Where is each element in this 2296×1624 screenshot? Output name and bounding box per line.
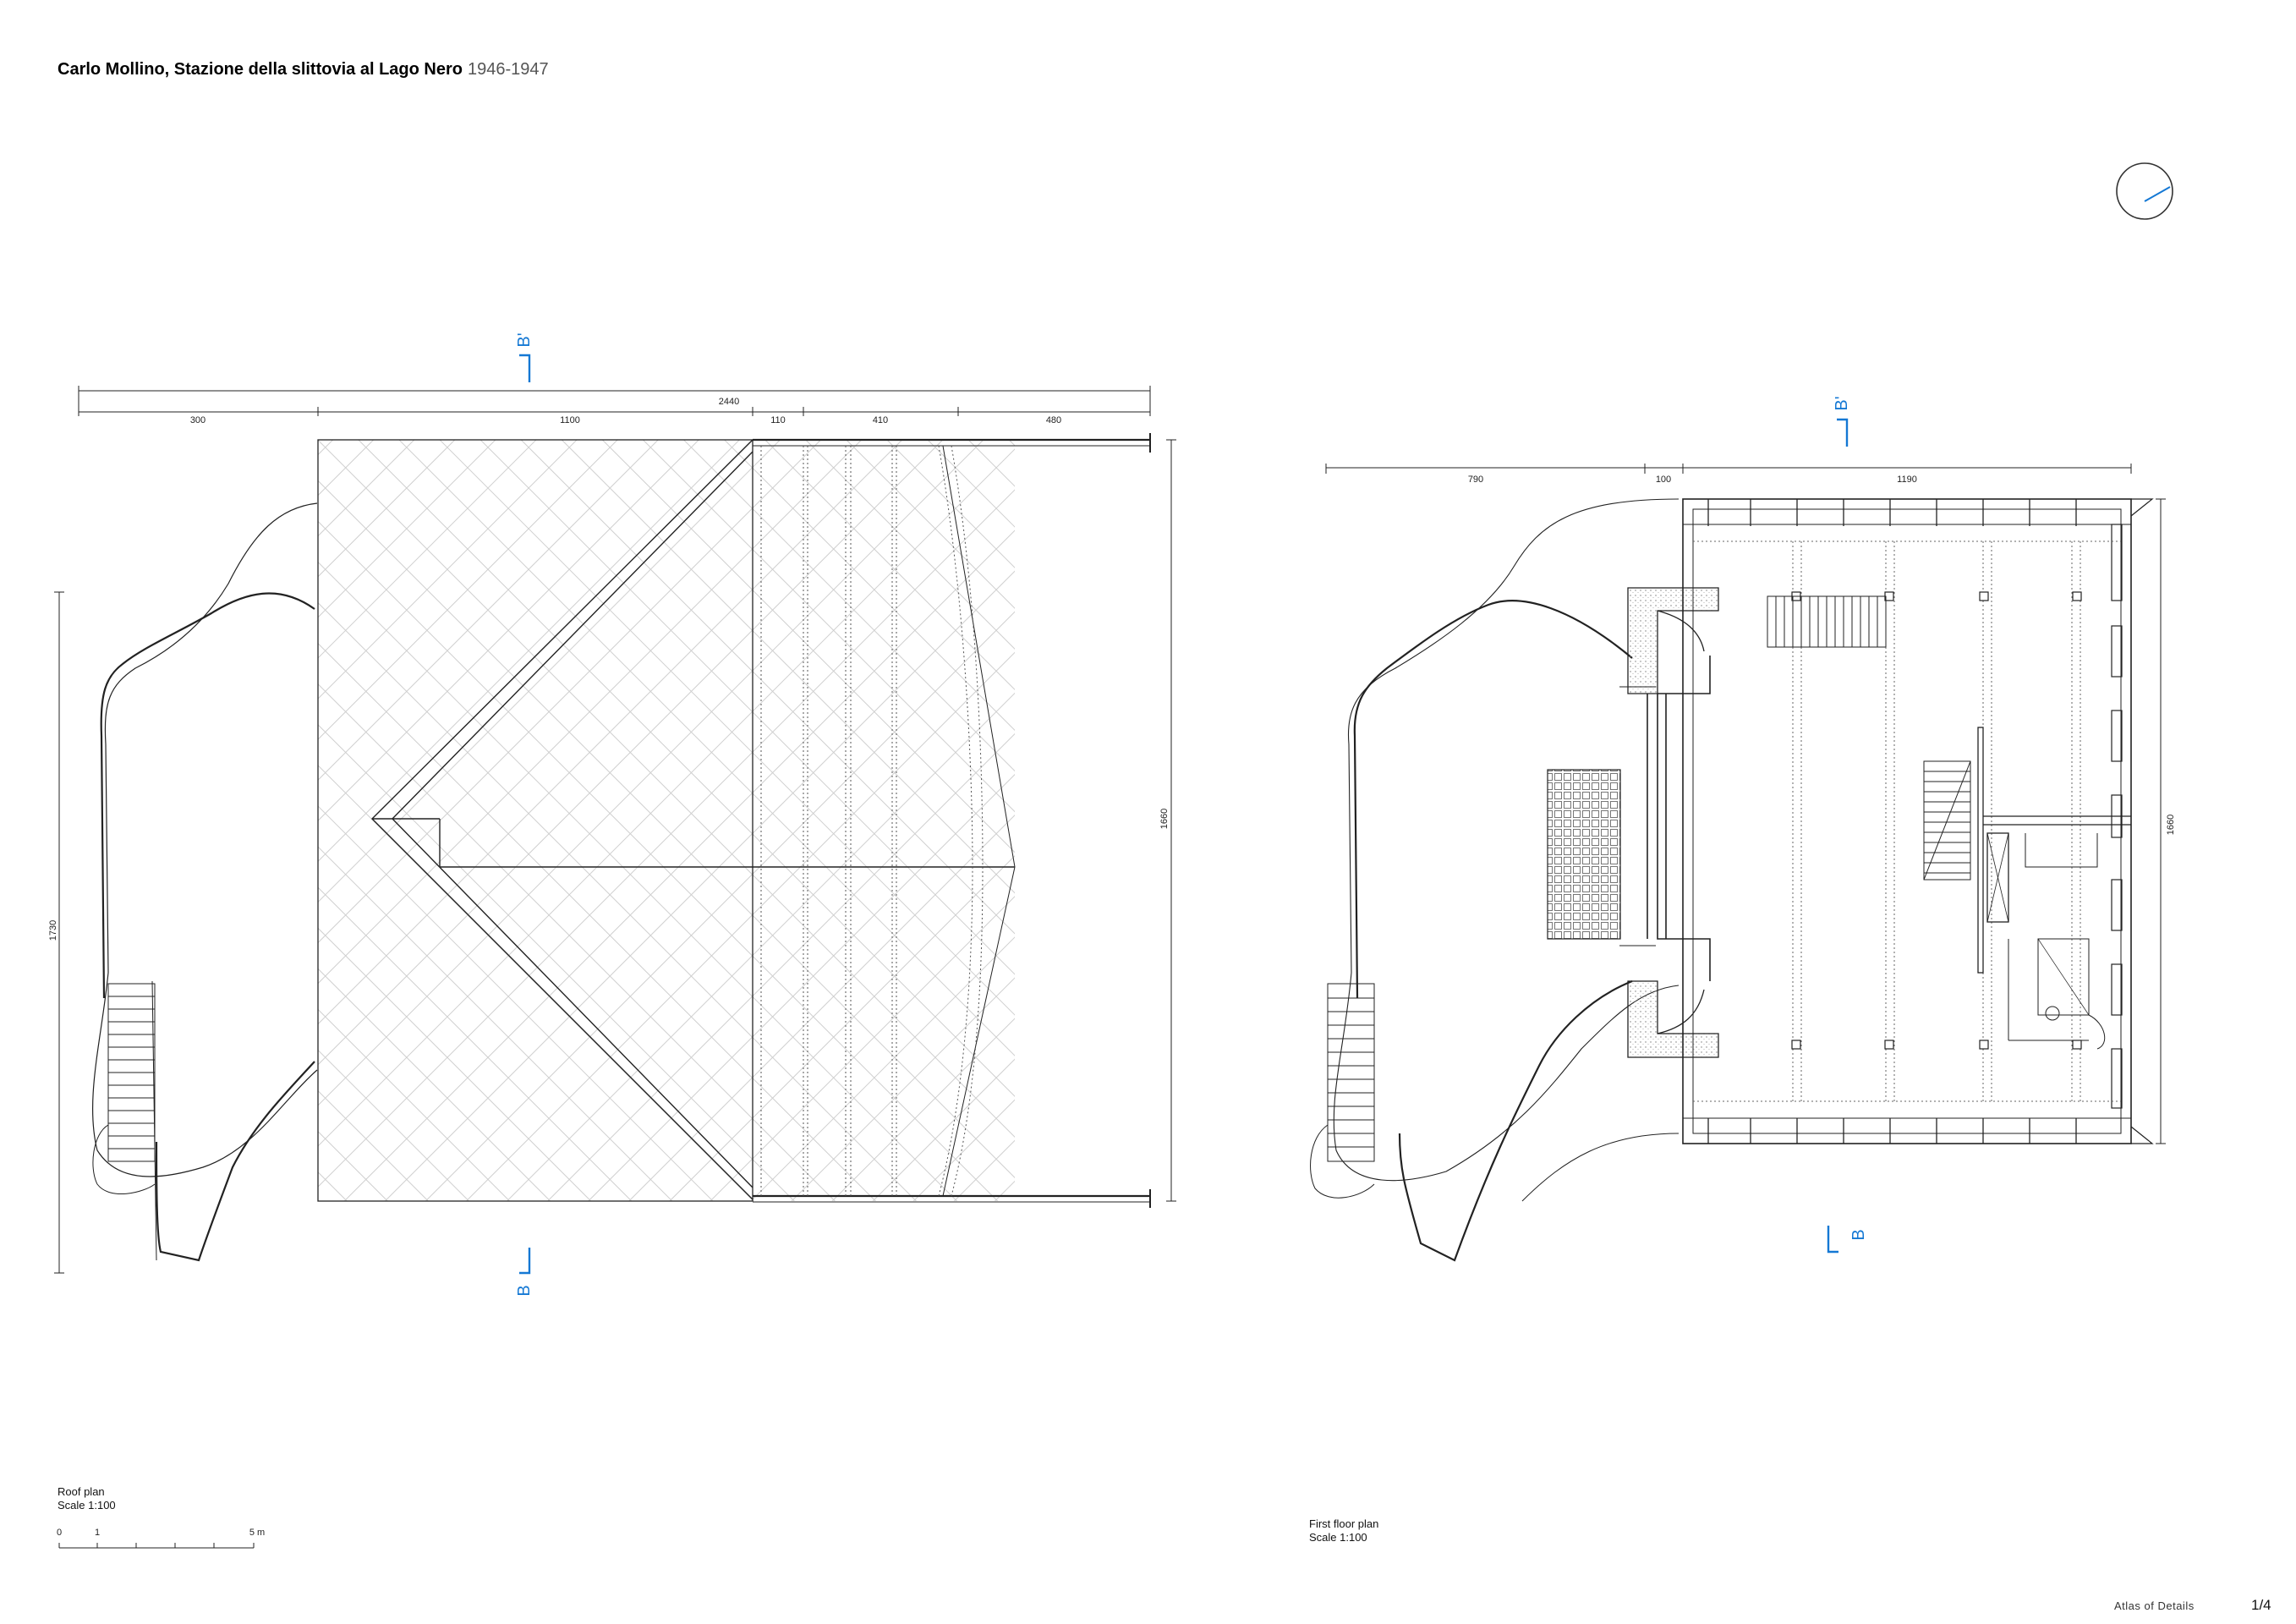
ff-columns-top: [1707, 499, 2077, 526]
ff-stone-walls: [1627, 587, 1719, 1058]
ff-corridor-walls: [1619, 656, 1711, 981]
roof-section-marker-top: B': [515, 332, 534, 382]
ff-interior-stair-top: [1767, 595, 1887, 648]
roof-dim-c: 110: [770, 415, 786, 425]
ff-dimensions-top: [1325, 464, 2132, 474]
ff-terrace-outline: [1333, 498, 1680, 1182]
roof-railing-lower: [155, 1061, 315, 1262]
ff-section-marker-top: B': [1833, 396, 1851, 447]
ff-dotted-lines: [1693, 540, 2121, 1102]
roof-dimensions-top: [78, 386, 1151, 416]
roof-left-stair: [92, 983, 156, 1195]
roof-dim-b: 1100: [560, 415, 580, 425]
scale-bar-one: 1: [95, 1528, 100, 1538]
roof-dimension-left: [54, 591, 64, 1274]
first-floor-plan: [1310, 464, 2166, 1262]
ff-dimension-right: [2156, 498, 2166, 1144]
ff-dim-right: 1660: [2166, 815, 2176, 835]
roof-left-outline: [91, 502, 318, 1177]
roof-section-marker-bottom: B: [515, 1248, 534, 1297]
roof-dimension-right: [1166, 439, 1176, 1202]
roof-dim-a: 300: [190, 415, 205, 425]
scale-bar-five: 5 m: [249, 1528, 265, 1538]
roof-plan: [54, 386, 1176, 1274]
ff-terrace-railing-lower: [1398, 979, 1633, 1262]
roof-slab-outline: [317, 439, 753, 1202]
ff-terrace-railing: [1353, 600, 1633, 999]
svg-text:B: B: [1849, 1229, 1868, 1240]
roof-dim-left: 1730: [48, 920, 58, 941]
ff-columns-bottom: [1707, 1118, 2077, 1144]
roof-dim-e: 480: [1046, 415, 1061, 425]
roof-plan-caption: Roof plan: [58, 1485, 105, 1498]
ff-partitions: [1977, 727, 2131, 1050]
ff-dim-c: 1190: [1897, 475, 1917, 485]
drawing-title: Carlo Mollino, Stazione della slittovia …: [58, 60, 549, 79]
ff-left-stair: [1310, 983, 1375, 1199]
publisher-label: Atlas of Details: [2114, 1599, 2195, 1612]
page-number: 1/4: [2251, 1597, 2271, 1613]
project-title: Carlo Mollino, Stazione della slittovia …: [58, 60, 463, 79]
roof-dim-total: 2440: [719, 397, 739, 407]
roof-slab: [318, 440, 1015, 1201]
ff-interior-columns: [1791, 591, 2082, 1050]
ff-section-marker-bottom: B: [1827, 1226, 1868, 1254]
north-arrow-icon: [2116, 162, 2173, 220]
svg-text:B': B': [1833, 396, 1851, 410]
roof-ridge: [371, 439, 1015, 1200]
roof-dim-right: 1660: [1159, 809, 1170, 829]
ff-interior-stair-center: [1923, 760, 1971, 881]
ff-floor-grate: [1547, 769, 1621, 940]
ff-plan-caption: First floor plan: [1309, 1517, 1378, 1530]
ff-hall-frame: [1682, 498, 2132, 1144]
ff-plan-scale: Scale 1:100: [1309, 1531, 1367, 1544]
roof-railing: [100, 592, 315, 999]
stair-treads: [108, 996, 155, 1149]
scale-bar-zero: 0: [57, 1528, 62, 1538]
svg-text:B': B': [515, 332, 534, 347]
ff-dim-a: 790: [1468, 475, 1483, 485]
roof-cantilever-beams: [753, 433, 1151, 1208]
svg-text:B: B: [515, 1285, 534, 1296]
roof-plan-scale: Scale 1:100: [58, 1499, 116, 1512]
project-years: 1946-1947: [468, 60, 549, 79]
roof-dim-d: 410: [873, 415, 888, 425]
roof-dotted-lines: [760, 445, 984, 1197]
ff-dim-b: 100: [1656, 475, 1671, 485]
ff-right-wall-posts: [2111, 498, 2154, 1144]
scale-bar: [58, 1543, 255, 1549]
